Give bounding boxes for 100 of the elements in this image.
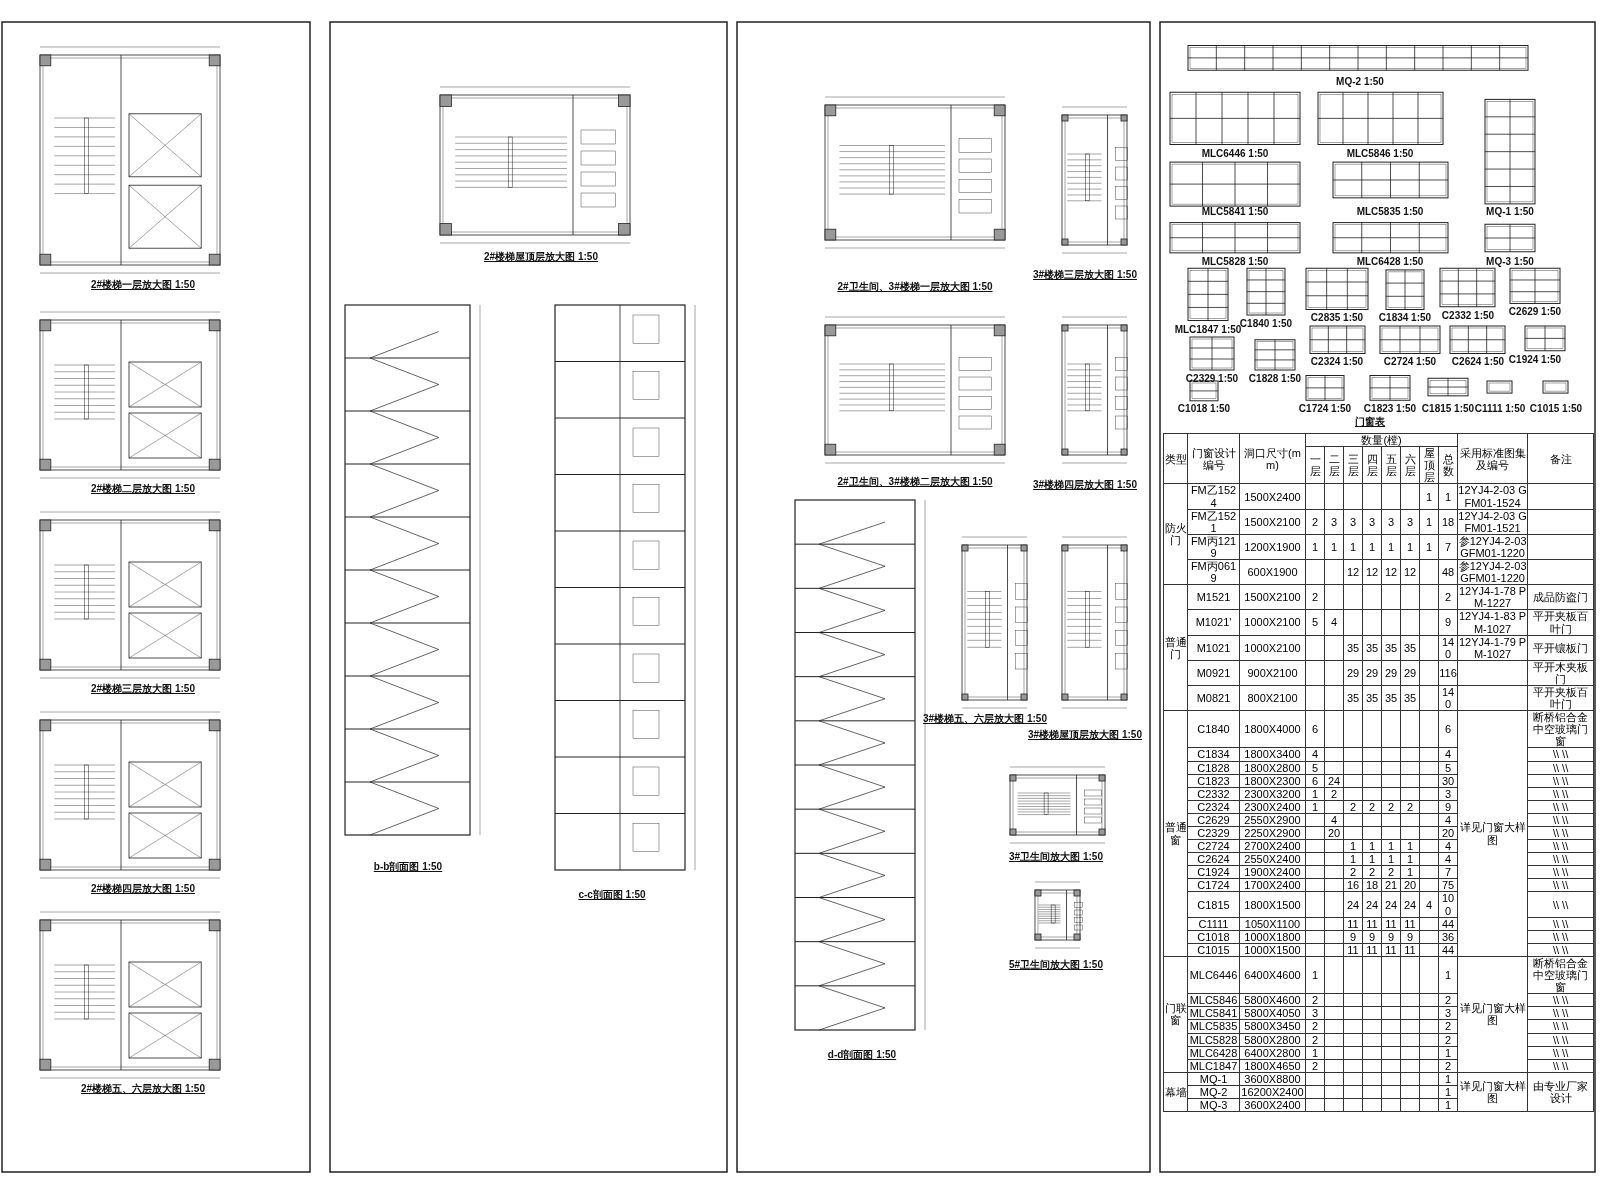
table-cell: \\ \\: [1527, 826, 1594, 840]
table-cell: 6: [1305, 710, 1325, 748]
table-cell: C2629: [1187, 813, 1240, 827]
drawing-title: 2#楼梯五、六层放大图 1:50: [81, 1082, 205, 1096]
table-cell: \\ \\: [1527, 930, 1594, 944]
table-cell: 平开镶板门: [1527, 635, 1594, 661]
window-type-label: MLC5846 1:50: [1346, 147, 1414, 159]
table-cell: C1840: [1187, 710, 1240, 748]
drawing-title: 2#楼梯二层放大图 1:50: [91, 482, 195, 496]
table-cell: 普通窗: [1163, 710, 1188, 957]
table-cell: 11: [1381, 917, 1401, 931]
table-cell: \\ \\: [1527, 943, 1594, 957]
table-cell: 详见门窗大样图: [1457, 710, 1528, 957]
table-cell: 18: [1362, 878, 1382, 892]
table-cell: \\ \\: [1527, 1059, 1594, 1073]
table-cell: MLC1847: [1187, 1059, 1240, 1073]
table-cell: \\ \\: [1527, 839, 1594, 853]
table-cell: 16200X2400: [1239, 1085, 1306, 1099]
window-type-label: C1924 1:50: [1508, 353, 1562, 365]
table-cell: 1500X2100: [1239, 584, 1306, 610]
table-cell: C1015: [1187, 943, 1240, 957]
drawing-title: 3#楼梯屋顶层放大图 1:50: [1028, 728, 1142, 742]
table-cell: C2624: [1187, 852, 1240, 866]
table-cell: 11: [1343, 943, 1363, 957]
table-cell: 防火门: [1163, 483, 1188, 585]
table-cell: 2: [1305, 1019, 1325, 1033]
table-cell: 75: [1438, 878, 1458, 892]
table-cell: FM丙0619: [1187, 559, 1240, 585]
window-type-label: MLC6446 1:50: [1201, 147, 1269, 159]
table-cell: M1521: [1187, 584, 1240, 610]
table-cell: 2: [1438, 584, 1458, 610]
table-cell: 1: [1419, 534, 1439, 560]
table-cell: 4: [1419, 891, 1439, 918]
table-cell: 12YJ4-2-03 GFM01-1521: [1457, 509, 1528, 535]
table-cell: 140: [1438, 685, 1458, 711]
window-type-label: MLC5828 1:50: [1201, 255, 1269, 267]
table-cell: 断桥铝合金中空玻璃门窗: [1527, 710, 1594, 748]
table-cell: 35: [1400, 635, 1420, 661]
table-cell: FM乙1521: [1187, 509, 1240, 535]
table-cell: 29: [1381, 660, 1401, 686]
table-cell: 普通门: [1163, 584, 1188, 711]
table-cell: 1: [1305, 787, 1325, 801]
table-cell: M1021': [1187, 609, 1240, 636]
table-cell: 18: [1438, 509, 1458, 535]
table-cell: 5800X4050: [1239, 1006, 1306, 1020]
table-cell: 1500X2100: [1239, 509, 1306, 535]
table-cell: 12: [1400, 559, 1420, 585]
table-cell: 1: [1362, 839, 1382, 853]
table-cell: 11: [1362, 917, 1382, 931]
table-cell: MQ-3: [1187, 1098, 1240, 1112]
table-cell: 1800X2300: [1239, 774, 1306, 788]
table-cell: 9: [1438, 609, 1458, 636]
table-cell: 5: [1305, 761, 1325, 775]
table-cell: 12YJ4-1-83 PM-1027: [1457, 609, 1528, 636]
table-cell: C1924: [1187, 865, 1240, 879]
table-cell: 3: [1343, 509, 1363, 535]
table-cell: 9: [1400, 930, 1420, 944]
table-cell: 1: [1381, 534, 1401, 560]
table-cell: M1021: [1187, 635, 1240, 661]
table-cell: 44: [1438, 943, 1458, 957]
table-cell: 平开木夹板门: [1527, 660, 1594, 686]
table-cell: 详见门窗大样图: [1457, 1072, 1528, 1112]
table-cell: 由专业厂家设计: [1527, 1072, 1594, 1112]
table-header-cell: 一层: [1305, 446, 1325, 484]
table-cell: 1000X1800: [1239, 930, 1306, 944]
table-cell: C2324: [1187, 800, 1240, 814]
table-cell: \\ \\: [1527, 761, 1594, 775]
table-cell: 1200X1900: [1239, 534, 1306, 560]
table-cell: 2: [1362, 800, 1382, 814]
table-cell: 3: [1362, 509, 1382, 535]
table-cell: 幕墙: [1163, 1072, 1188, 1112]
window-type-label: C1111 1:50: [1474, 403, 1526, 414]
table-cell: MQ-1: [1187, 1072, 1240, 1086]
table-cell: 1: [1305, 956, 1325, 994]
table-header-cell: 四层: [1362, 446, 1382, 484]
table-cell: 断桥铝合金中空玻璃门窗: [1527, 956, 1594, 994]
table-cell: \\ \\: [1527, 852, 1594, 866]
table-title: 门窗表: [1355, 415, 1385, 430]
table-cell: 3: [1305, 1006, 1325, 1020]
table-cell: C1828: [1187, 761, 1240, 775]
table-cell: M0821: [1187, 685, 1240, 711]
table-cell: 3600X2400: [1239, 1098, 1306, 1112]
table-header-cell: 门窗设计编号: [1187, 433, 1240, 484]
window-type-label: C2724 1:50: [1383, 355, 1437, 367]
table-cell: 1: [1381, 852, 1401, 866]
table-header-cell: 五层: [1381, 446, 1401, 484]
table-cell: 1: [1400, 865, 1420, 879]
table-cell: 2250X2900: [1239, 826, 1306, 840]
table-cell: 29: [1400, 660, 1420, 686]
table-cell: 2700X2400: [1239, 839, 1306, 853]
table-cell: 2: [1400, 800, 1420, 814]
drawing-title: 3#卫生间放大图 1:50: [1009, 850, 1103, 864]
table-cell: MLC5828: [1187, 1033, 1240, 1047]
table-cell: 2550X2900: [1239, 813, 1306, 827]
table-cell: 1: [1419, 483, 1439, 510]
table-cell: 2: [1324, 787, 1344, 801]
table-cell: 6400X4600: [1239, 956, 1306, 994]
table-cell: MLC5835: [1187, 1019, 1240, 1033]
table-cell: \\ \\: [1527, 865, 1594, 879]
table-cell: 1800X2800: [1239, 761, 1306, 775]
